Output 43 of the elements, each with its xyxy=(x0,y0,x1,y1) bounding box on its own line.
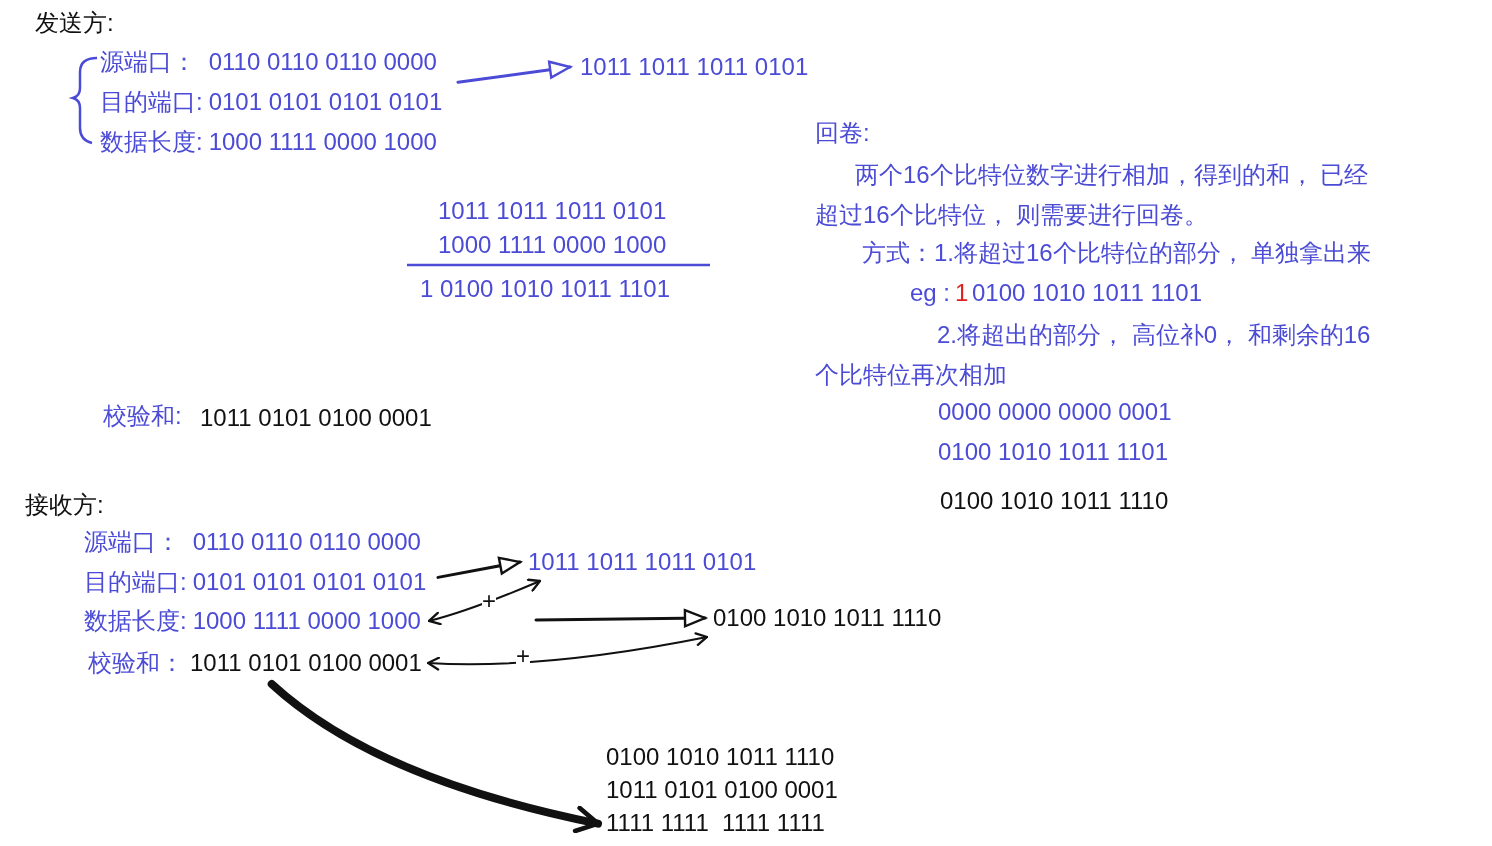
note-paragraph: 2.将超出的部分， 高位补0， 和剩余的16个比特位再次相加 xyxy=(815,320,1372,390)
binary-number: 0100 1010 1011 1110 xyxy=(713,603,942,633)
note-paragraph: 两个16个比特位数字进行相加，得到的和， 已经超过16个比特位， 则需要进行回卷。 xyxy=(815,160,1370,230)
binary-number: 1011 1011 1011 0101 xyxy=(580,52,809,82)
note-text: eg : xyxy=(910,278,951,308)
field-label: 数据长度: xyxy=(100,127,203,157)
note-text: 回卷: xyxy=(815,118,870,148)
note-text: 1011 0101 0100 0001 xyxy=(200,403,432,433)
note-text: 方式：1.将超过16个比特位的部分， 单独拿出来 xyxy=(862,238,1372,268)
note-text: 0100 1010 1011 1101 xyxy=(972,278,1202,308)
note-text: 接收方: xyxy=(25,490,104,520)
binary-number: 0101 0101 0101 0101 xyxy=(208,87,443,117)
binary-number: 1011 0101 0100 0001 xyxy=(606,775,838,805)
field-label: 校验和： xyxy=(88,648,184,678)
arrow xyxy=(427,578,542,626)
field-label: 目的端口: xyxy=(100,87,203,117)
note-text: 0100 1010 1011 1101 xyxy=(938,437,1168,467)
field-label: 目的端口: xyxy=(84,567,187,597)
binary-number: 0101 0101 0101 0101 xyxy=(192,567,427,597)
note-text: 1000 1111 0000 1000 xyxy=(438,230,667,260)
note-text: 校验和: xyxy=(103,401,182,431)
note-text: 0100 1010 1011 1110 xyxy=(940,486,1169,516)
binary-number: 0110 0110 0110 0000 xyxy=(192,527,422,557)
note-text: 1 xyxy=(955,278,969,308)
note-text: 0000 0000 0000 0001 xyxy=(938,397,1172,427)
note-text: 发送方: xyxy=(35,8,114,38)
field-label: 源端口： xyxy=(100,47,197,77)
arrow xyxy=(456,60,572,84)
binary-number: 0110 0110 0110 0000 xyxy=(208,47,438,77)
arrow xyxy=(426,632,709,671)
field-label: 源端口： xyxy=(84,527,181,557)
arrow xyxy=(267,680,602,833)
arrow xyxy=(436,556,522,579)
binary-number: 1000 1111 0000 1000 xyxy=(192,606,421,636)
binary-number: 1011 0101 0100 0001 xyxy=(190,648,422,678)
note-text: 1011 1011 1011 0101 xyxy=(438,196,667,226)
binary-number: 0100 1010 1011 1110 xyxy=(606,742,836,772)
note-text: 1 0100 1010 1011 1101 xyxy=(420,274,671,304)
arrow xyxy=(534,609,707,628)
binary-number: 1111 1111 1111 1111 xyxy=(606,808,826,838)
binary-number: 1011 1011 1011 0101 xyxy=(528,547,757,577)
field-label: 数据长度: xyxy=(84,606,187,636)
binary-number: 1000 1111 0000 1000 xyxy=(208,127,438,157)
